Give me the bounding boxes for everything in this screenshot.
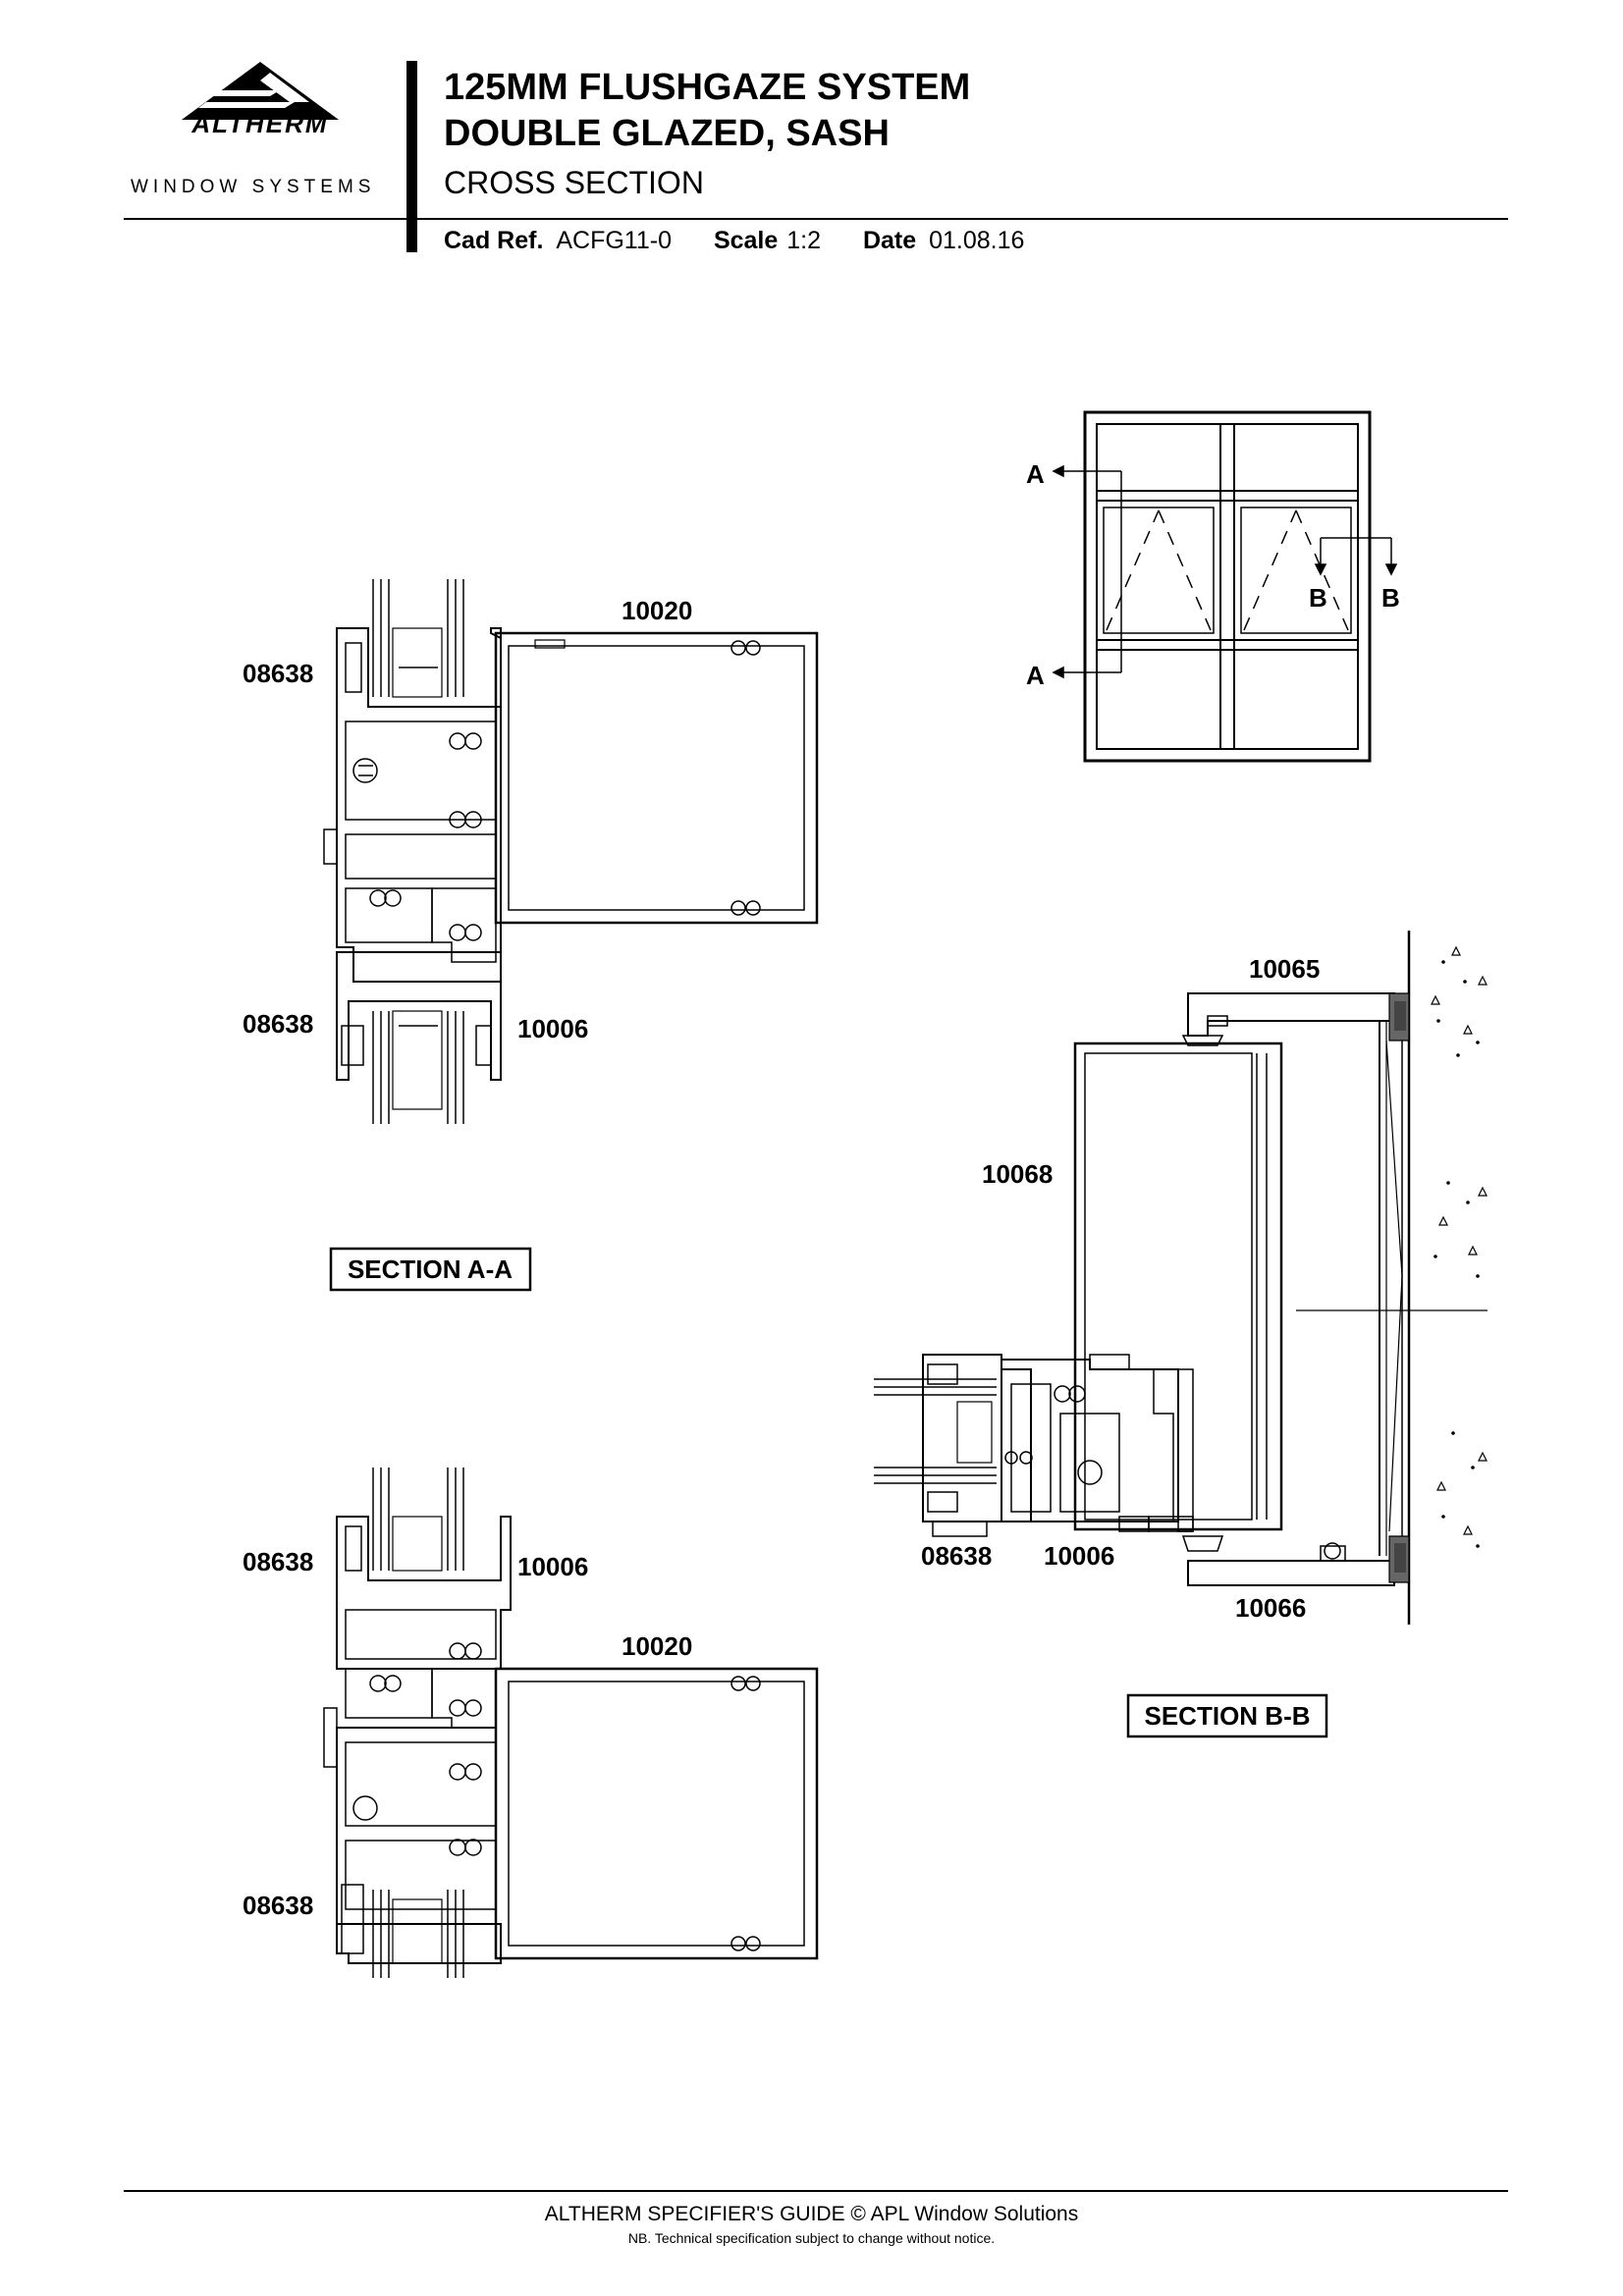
date-value: 01.08.16 [929, 227, 1025, 254]
marker-a-bottom: A [1026, 661, 1045, 690]
marker-b-right: B [1381, 583, 1400, 613]
date-label: Date [862, 227, 917, 254]
logo-tagline: WINDOW SYSTEMS [131, 177, 376, 197]
frame-profile-lower-2 [336, 1923, 502, 1964]
label-bb-head-trim: 10065 [1249, 954, 1320, 984]
head-trim-10065 [1187, 992, 1395, 1037]
mullion-box-10020-2 [494, 1667, 819, 1960]
footer-copyright: ALTHERM SPECIFIER'S GUIDE © APL Window S… [544, 2203, 1079, 2225]
frame-profile-upper-2 [336, 1516, 512, 1670]
footer-disclaimer: NB. Technical specification subject to c… [627, 2230, 996, 2246]
drawing-meta: Cad Ref. ACFG11-0 Scale 1:2 Date 01.08.1… [444, 227, 1024, 255]
section-aa-bottom-drawing [323, 1468, 819, 1978]
mullion-box-10020 [494, 631, 819, 925]
jamb-10068 [1073, 1041, 1283, 1531]
scale-label: Scale [713, 227, 779, 254]
label-aa-bottom-frame-upper: 08638 [243, 1547, 313, 1576]
frame-profile-lower [336, 951, 502, 1081]
section-a-cut-line [1052, 464, 1122, 679]
section-bb-drawing [874, 931, 1488, 1625]
sill-trim-10066 [1187, 1560, 1395, 1586]
label-aa-top-frame-upper: 08638 [243, 659, 313, 688]
label-bb-frame: 08638 [921, 1541, 992, 1571]
section-bb-title-box: SECTION B-B [1126, 1693, 1328, 1738]
label-bb-jamb: 10068 [982, 1159, 1053, 1189]
altherm-logo: ALTHERM [182, 62, 339, 138]
marker-a-top: A [1026, 459, 1045, 489]
label-aa-top-mullion: 10020 [622, 596, 692, 625]
cad-ref-value: ACFG11-0 [556, 227, 672, 254]
glass-unit-upper [372, 579, 464, 698]
section-aa-top-drawing [323, 579, 819, 1124]
scale-value: 1:2 [786, 227, 822, 254]
label-bb-sill-trim: 10066 [1235, 1593, 1306, 1623]
drawing-title-line2: DOUBLE GLAZED, SASH [444, 113, 890, 154]
masonry-hatch [1431, 946, 1488, 1535]
label-aa-top-sash: 10006 [517, 1014, 588, 1043]
title-divider-bar [406, 61, 417, 252]
elevation-key-diagram [1052, 410, 1398, 763]
glazing-clips-upper [352, 732, 482, 941]
glass-unit-upper-2 [372, 1468, 464, 1572]
section-bb-title: SECTION B-B [1145, 1701, 1311, 1731]
marker-b-left: B [1309, 583, 1327, 613]
section-b-cut-line [1314, 537, 1398, 576]
logo-mountain-icon [182, 62, 339, 120]
masonry-specks [1434, 960, 1480, 1548]
label-bb-sash: 10006 [1044, 1541, 1114, 1571]
drawing-title-line1: 125MM FLUSHGAZE SYSTEM [444, 67, 971, 108]
logo-wordmark: ALTHERM [190, 109, 328, 138]
label-aa-bottom-mullion: 10020 [622, 1631, 692, 1661]
section-aa-title-box: SECTION A-A [329, 1247, 532, 1292]
frame-profile-upper [336, 627, 502, 983]
glass-unit-lower-2 [372, 1890, 464, 1978]
drawing-subtitle: CROSS SECTION [444, 165, 704, 200]
label-aa-top-frame-lower: 08638 [243, 1009, 313, 1039]
glazing-clips-lower [352, 1642, 482, 1856]
cad-ref-label: Cad Ref. [444, 227, 544, 254]
header-rule [124, 218, 1508, 220]
section-aa-title: SECTION A-A [348, 1255, 513, 1284]
glass-unit-bb [874, 1378, 997, 1484]
frame-sash-bb [922, 1354, 1194, 1537]
label-aa-bottom-frame-lower: 08638 [243, 1891, 313, 1920]
label-aa-bottom-sash: 10006 [517, 1552, 588, 1581]
glass-unit-lower [372, 1010, 464, 1124]
